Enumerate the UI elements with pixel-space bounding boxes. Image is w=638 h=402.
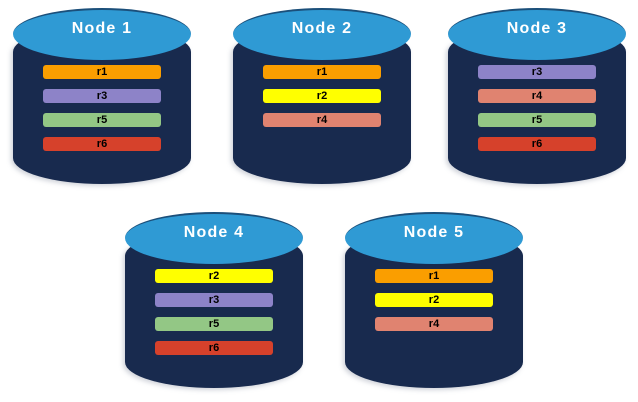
replica-list: r2 r3 r5 r6 xyxy=(155,269,273,365)
cylinder-top-icon xyxy=(13,8,191,60)
cylinder-top-icon xyxy=(448,8,626,60)
cylinder-top-icon xyxy=(125,212,303,264)
replica-list: r1 r2 r4 xyxy=(375,269,493,341)
replica-bar-r4[interactable]: r4 xyxy=(478,89,596,103)
database-node-4[interactable]: Node 4 r2 r3 r5 r6 xyxy=(125,212,303,388)
node-title: Node 1 xyxy=(71,20,133,37)
replica-bar-r1[interactable]: r1 xyxy=(263,65,381,79)
replica-bar-r3[interactable]: r3 xyxy=(43,89,161,103)
database-node-3[interactable]: Node 3 r3 r4 r5 r6 xyxy=(448,8,626,184)
replica-bar-r4[interactable]: r4 xyxy=(375,317,493,331)
replica-bar-r4[interactable]: r4 xyxy=(263,113,381,127)
replica-bar-r6[interactable]: r6 xyxy=(155,341,273,355)
node-title: Node 4 xyxy=(183,224,245,241)
replica-list: r3 r4 r5 r6 xyxy=(478,65,596,161)
replica-list: r1 r3 r5 r6 xyxy=(43,65,161,161)
replica-list: r1 r2 r4 xyxy=(263,65,381,137)
database-node-2[interactable]: Node 2 r1 r2 r4 xyxy=(233,8,411,184)
replica-bar-r2[interactable]: r2 xyxy=(375,293,493,307)
cylinder-top-icon xyxy=(233,8,411,60)
replica-bar-r1[interactable]: r1 xyxy=(375,269,493,283)
replica-bar-r5[interactable]: r5 xyxy=(43,113,161,127)
replica-bar-r1[interactable]: r1 xyxy=(43,65,161,79)
replica-bar-r6[interactable]: r6 xyxy=(478,137,596,151)
replica-bar-r6[interactable]: r6 xyxy=(43,137,161,151)
database-node-1[interactable]: Node 1 r1 r3 r5 r6 xyxy=(13,8,191,184)
replica-bar-r2[interactable]: r2 xyxy=(155,269,273,283)
replica-bar-r2[interactable]: r2 xyxy=(263,89,381,103)
replica-bar-r3[interactable]: r3 xyxy=(155,293,273,307)
replica-bar-r3[interactable]: r3 xyxy=(478,65,596,79)
replica-bar-r5[interactable]: r5 xyxy=(155,317,273,331)
node-title: Node 5 xyxy=(403,224,465,241)
cylinder-top-icon xyxy=(345,212,523,264)
node-title: Node 3 xyxy=(506,20,568,37)
replica-bar-r5[interactable]: r5 xyxy=(478,113,596,127)
node-title: Node 2 xyxy=(291,20,353,37)
database-node-5[interactable]: Node 5 r1 r2 r4 xyxy=(345,212,523,388)
